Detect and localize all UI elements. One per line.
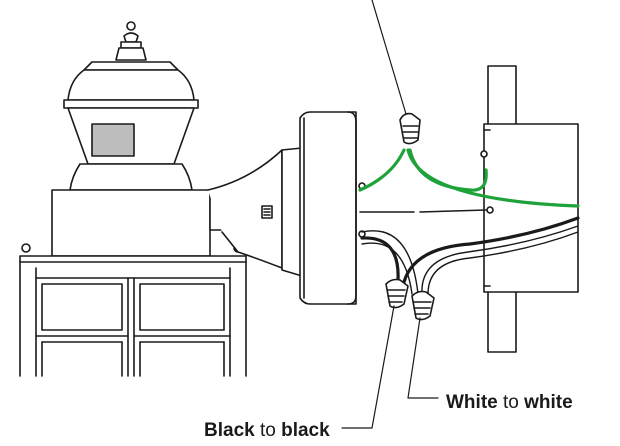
wire-nut-icon — [385, 278, 409, 309]
motion-sensor-icon — [91, 123, 135, 157]
light-fixture — [19, 21, 303, 377]
wire-nut-icon — [411, 290, 435, 321]
ground-wire — [358, 148, 580, 208]
white-wires — [361, 225, 579, 295]
ground-callout-line — [371, 0, 407, 115]
black-to-black-label: Black to black — [204, 420, 330, 441]
canopy-plate — [299, 111, 366, 305]
white-callout-line — [407, 317, 439, 399]
white-to-white-label: White to white — [446, 392, 573, 413]
wire-nut-icon — [399, 112, 421, 145]
lamp-finial-icon — [115, 21, 147, 61]
junction-box — [480, 65, 579, 353]
black-callout-line — [341, 305, 395, 429]
